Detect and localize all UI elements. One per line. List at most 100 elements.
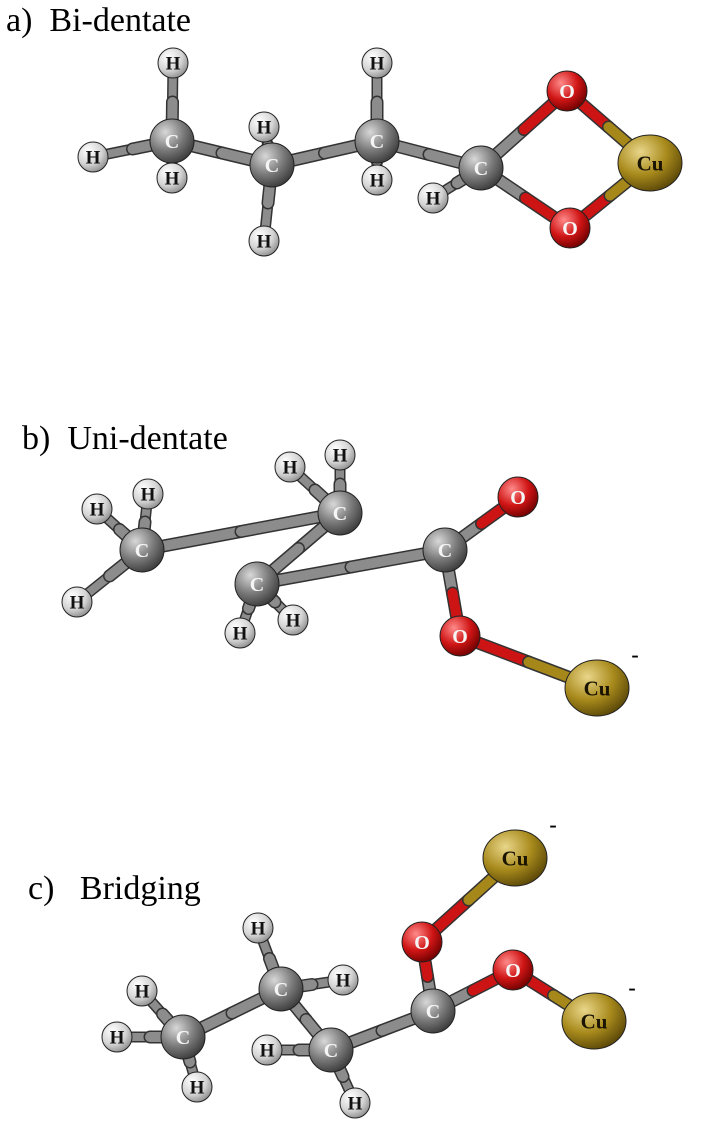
charge-label: - <box>631 642 638 667</box>
atom-b-H2: H <box>132 478 164 510</box>
atom-symbol: H <box>370 54 385 75</box>
atom-symbol: H <box>135 982 150 1003</box>
atom-sphere <box>119 527 165 573</box>
panel-c-label: c) Bridging <box>28 870 201 907</box>
atom-sphere <box>181 1071 213 1103</box>
atom-b-H3: H <box>61 586 93 618</box>
atom-sphere <box>417 182 449 214</box>
atom-sphere <box>251 1034 283 1066</box>
atom-symbol: C <box>324 1040 338 1062</box>
atom-a-C1: C <box>149 118 195 164</box>
atom-symbol: H <box>286 611 301 632</box>
atom-sphere <box>492 949 534 991</box>
atom-sphere <box>458 145 504 191</box>
atom-symbol: C <box>250 574 264 596</box>
atom-symbol: Cu <box>581 1009 608 1033</box>
atom-b-H1: H <box>81 493 113 525</box>
atom-symbol: O <box>562 218 578 240</box>
atom-c-C3: C <box>308 1027 354 1073</box>
atom-symbol: H <box>70 593 85 614</box>
atom-symbol: H <box>283 458 298 479</box>
atom-symbol: H <box>333 446 348 467</box>
atom-symbol: H <box>257 118 272 139</box>
atom-symbol: Cu <box>637 151 664 175</box>
atom-symbol: H <box>141 485 156 506</box>
atom-symbol: C <box>438 540 452 562</box>
atom-b-O2: O <box>439 615 481 657</box>
atom-symbol: C <box>426 1001 440 1023</box>
atom-sphere <box>401 921 443 963</box>
atom-sphere <box>497 476 539 518</box>
panel-a-label: a) Bi-dentate <box>6 2 192 39</box>
atom-sphere <box>61 586 93 618</box>
atom-symbol: H <box>110 1028 125 1049</box>
atom-c-O2: O <box>492 949 534 991</box>
panel-b-label: b) Uni-dentate <box>22 420 228 457</box>
atom-symbol: H <box>370 171 385 192</box>
atom-sphere <box>234 561 280 607</box>
atom-sphere <box>77 141 109 173</box>
atom-symbol: Cu <box>502 846 529 870</box>
atom-a-O1: O <box>546 70 588 112</box>
atom-b-H5: H <box>324 439 356 471</box>
atom-symbol: O <box>510 487 526 509</box>
atom-sphere <box>248 111 280 143</box>
atom-sphere <box>308 1027 354 1073</box>
atom-c-C2: C <box>258 966 304 1012</box>
atom-a-H4: H <box>248 111 280 143</box>
atom-a-H1: H <box>157 47 189 79</box>
atom-a-C3: C <box>354 118 400 164</box>
atom-c-H6: H <box>251 1034 283 1066</box>
atom-sphere <box>258 966 304 1012</box>
atom-symbol: H <box>260 1041 275 1062</box>
atom-sphere <box>248 225 280 257</box>
atom-sphere <box>249 142 295 188</box>
atom-sphere <box>361 164 393 196</box>
atom-c-H2: H <box>101 1021 133 1053</box>
atom-symbol: H <box>251 919 266 940</box>
atom-symbol: H <box>426 189 441 210</box>
atom-sphere <box>157 47 189 79</box>
atom-symbol: O <box>559 81 575 103</box>
atom-sphere <box>546 70 588 112</box>
atom-c-Cu1: Cu- <box>482 812 557 887</box>
atom-symbol: O <box>414 932 430 954</box>
atom-a-Cu: Cu <box>617 134 683 192</box>
atom-b-C1: C <box>119 527 165 573</box>
atom-a-H8: H <box>417 182 449 214</box>
atom-symbol: C <box>333 503 347 525</box>
atom-b-H6: H <box>224 617 256 649</box>
atom-sphere <box>327 964 359 996</box>
atom-symbol: C <box>474 158 488 180</box>
atom-sphere <box>549 207 591 249</box>
atom-symbol: O <box>505 960 521 982</box>
atom-sphere <box>339 1087 371 1119</box>
charge-label: - <box>628 975 635 1000</box>
atom-symbol: C <box>274 979 288 1001</box>
atom-sphere <box>361 47 393 79</box>
atom-c-C4: C <box>410 988 456 1034</box>
atom-c-Cu2: Cu- <box>561 975 636 1050</box>
atom-c-C1: C <box>160 1014 206 1060</box>
atom-sphere <box>81 493 113 525</box>
atom-b-C3: C <box>234 561 280 607</box>
atom-sphere <box>156 162 188 194</box>
atom-b-Cu: Cu- <box>564 642 639 717</box>
atom-sphere <box>324 439 356 471</box>
atom-c-H5: H <box>327 964 359 996</box>
atom-sphere <box>354 118 400 164</box>
atom-sphere <box>224 617 256 649</box>
atom-c-H1: H <box>126 975 158 1007</box>
atom-symbol: H <box>336 971 351 992</box>
atom-sphere <box>410 988 456 1034</box>
atom-sphere <box>101 1021 133 1053</box>
atom-a-H6: H <box>361 47 393 79</box>
atom-sphere <box>317 490 363 536</box>
atom-sphere <box>242 912 274 944</box>
atom-c-H3: H <box>181 1071 213 1103</box>
atom-a-C4: C <box>458 145 504 191</box>
atom-sphere <box>422 527 468 573</box>
atom-symbol: C <box>135 540 149 562</box>
